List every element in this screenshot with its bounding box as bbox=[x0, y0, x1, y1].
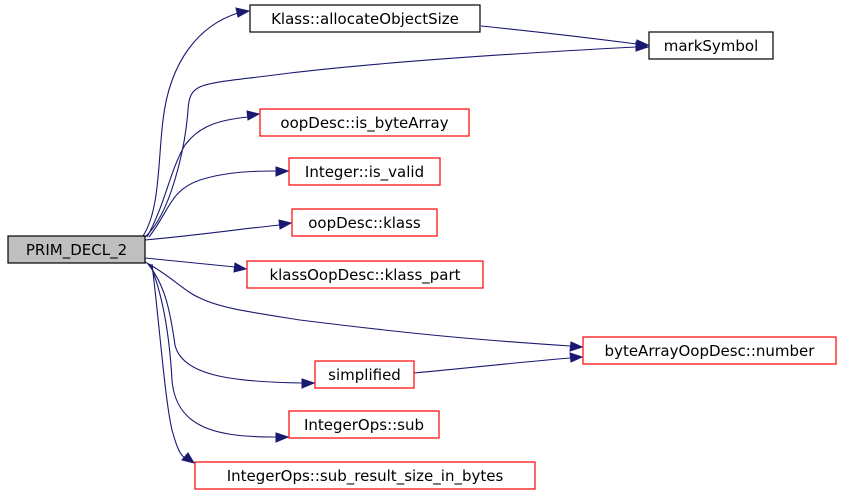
arrowhead-klass-part bbox=[233, 262, 248, 273]
edges bbox=[142, 7, 650, 464]
node-integer-ops-sub[interactable]: IntegerOps::sub bbox=[288, 410, 440, 439]
edge-prim-to-sub-result-size bbox=[151, 263, 187, 460]
edge-prim-to-klass bbox=[144, 224, 281, 241]
node-oop-desc-is-byte-array-label: oopDesc::is_byteArray bbox=[280, 114, 448, 133]
arrowhead-byte-array-number-from-prim bbox=[569, 341, 584, 352]
arrowhead-integer-ops-sub bbox=[275, 432, 290, 443]
node-oop-desc-klass[interactable]: oopDesc::klass bbox=[291, 208, 438, 237]
node-klass-oop-desc-klass-part[interactable]: klassOopDesc::klass_part bbox=[246, 260, 484, 289]
edge-prim-to-byte-array-number bbox=[144, 261, 571, 347]
node-byte-array-oop-desc-number[interactable]: byteArrayOopDesc::number bbox=[582, 336, 837, 365]
node-klass-oop-desc-klass-part-label: klassOopDesc::klass_part bbox=[269, 266, 460, 285]
edge-allocate-object-size-to-mark-symbol bbox=[480, 25, 638, 45]
arrowhead-is-valid bbox=[275, 166, 290, 177]
node-oop-desc-klass-label: oopDesc::klass bbox=[308, 214, 421, 232]
arrowhead-is-byte-array bbox=[246, 110, 261, 121]
node-prim-decl-2[interactable]: PRIM_DECL_2 bbox=[7, 235, 146, 264]
arrowhead-simplified bbox=[301, 378, 316, 389]
edge-prim-to-integer-ops-sub bbox=[149, 263, 277, 438]
arrowhead-sub-result-size bbox=[181, 452, 196, 464]
node-byte-array-oop-desc-number-label: byteArrayOopDesc::number bbox=[605, 342, 816, 360]
node-integer-ops-sub-label: IntegerOps::sub bbox=[304, 416, 424, 434]
node-klass-allocate-object-size[interactable]: Klass::allocateObjectSize bbox=[249, 4, 481, 33]
arrowhead-klass bbox=[278, 219, 293, 230]
node-simplified[interactable]: simplified bbox=[314, 360, 415, 389]
edge-prim-to-simplified bbox=[147, 263, 303, 384]
node-integer-is-valid[interactable]: Integer::is_valid bbox=[288, 157, 441, 186]
node-klass-allocate-object-size-label: Klass::allocateObjectSize bbox=[271, 10, 459, 28]
node-simplified-label: simplified bbox=[328, 366, 401, 384]
edge-prim-to-klass-part bbox=[144, 257, 236, 268]
node-oop-desc-is-byte-array[interactable]: oopDesc::is_byteArray bbox=[259, 108, 470, 137]
node-integer-is-valid-label: Integer::is_valid bbox=[305, 163, 424, 182]
node-mark-symbol[interactable]: markSymbol bbox=[648, 31, 774, 60]
edge-simplified-to-byte-array-number bbox=[413, 357, 571, 374]
nodes: PRIM_DECL_2 Klass::allocateObjectSize ma… bbox=[7, 4, 837, 490]
node-integer-ops-sub-result-size-in-bytes-label: IntegerOps::sub_result_size_in_bytes bbox=[227, 467, 504, 486]
arrowhead-byte-array-number-from-simplified bbox=[569, 352, 584, 363]
edge-prim-to-is-valid bbox=[148, 170, 278, 238]
arrowhead-allocate-object-size bbox=[235, 7, 251, 18]
edge-prim-to-is-byte-array bbox=[146, 116, 249, 238]
node-mark-symbol-label: markSymbol bbox=[664, 37, 759, 55]
arrowhead-mark-symbol-from-allocate bbox=[635, 39, 650, 50]
edge-prim-to-mark-symbol bbox=[144, 46, 637, 238]
node-prim-decl-2-label: PRIM_DECL_2 bbox=[26, 241, 127, 260]
node-integer-ops-sub-result-size-in-bytes[interactable]: IntegerOps::sub_result_size_in_bytes bbox=[194, 461, 536, 490]
edge-prim-to-allocate-object-size bbox=[142, 12, 239, 237]
